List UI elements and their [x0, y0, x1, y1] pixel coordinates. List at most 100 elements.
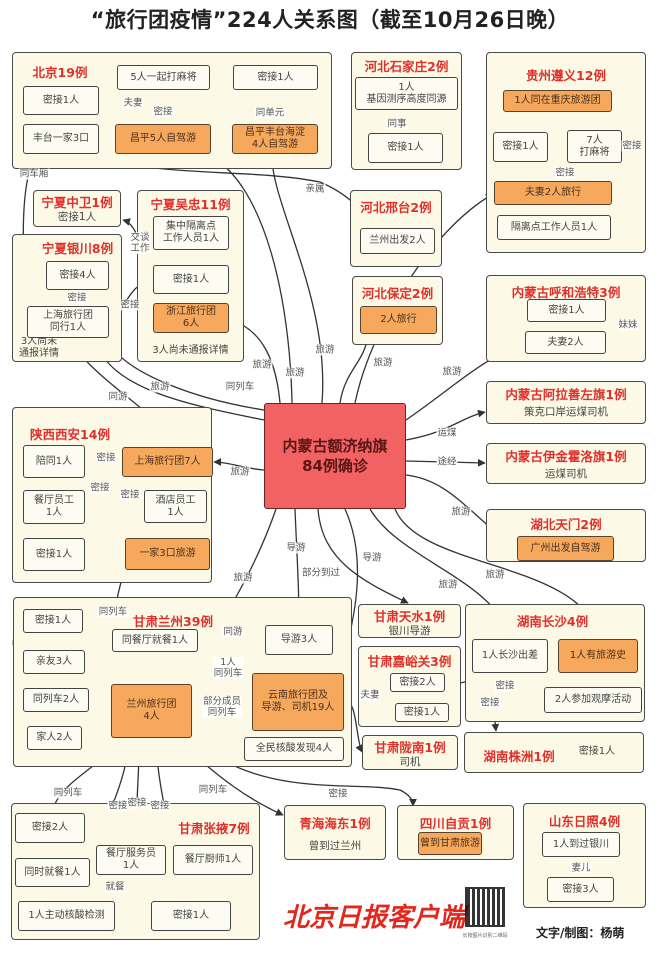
edge-label: 导游: [361, 552, 383, 564]
region-note: 密接1人: [578, 746, 616, 757]
case-node: 丰台一家3口: [23, 124, 99, 154]
edge-label: 交谈 工作: [129, 232, 151, 254]
case-node: 上海旅行团 同行1人: [27, 306, 109, 338]
region-subtitle: 银川导游: [388, 625, 431, 637]
region-title: 河北保定2例: [361, 286, 434, 301]
edge-label: 密接: [66, 292, 88, 304]
edge-label: 旅游: [437, 579, 459, 591]
edge-label: 旅游: [251, 359, 273, 371]
case-node: 昌平丰台海淀 4人自驾游: [232, 124, 318, 154]
case-node: 密接3人: [547, 877, 614, 902]
region-title: 内蒙古伊金霍洛旗1例: [505, 449, 627, 464]
edge-label: 旅游: [284, 367, 306, 379]
case-node: 密接1人: [368, 133, 443, 163]
case-node: 兰州出发2人: [360, 228, 435, 254]
case-node: 兰州旅行团 4人: [111, 684, 192, 738]
edge-label: 妹妹: [617, 319, 639, 331]
region-title: 内蒙古阿拉善左旗1例: [505, 387, 627, 402]
case-node: 同餐厅就餐1人: [112, 629, 198, 652]
region-title: 宁夏银川8例: [41, 241, 114, 256]
edge-label: 密接: [126, 797, 148, 809]
case-node: 1人长沙出差: [472, 639, 548, 673]
region-panel: [284, 805, 386, 860]
region-panel: [486, 443, 646, 484]
edge-label: 途经: [436, 456, 458, 468]
case-node: 1人 基因测序高度同源: [355, 77, 458, 110]
edge-label: 同列车: [224, 381, 256, 393]
center-line1: 内蒙古额济纳旗: [282, 437, 388, 455]
edge-label: 部分成员 同列车: [201, 696, 243, 718]
region-title: 河北邢台2例: [360, 200, 432, 215]
case-node: 餐厅服务员 1人: [96, 845, 166, 875]
case-node: 全民核酸发现4人: [244, 737, 344, 761]
region-note: 3人尚未通报详情: [152, 345, 229, 356]
region-title: 内蒙古呼和浩特3例: [511, 285, 621, 300]
case-node: 密接2人: [390, 673, 445, 692]
credit-text: 文字/制图：杨萌: [536, 926, 625, 940]
case-node: 1人到过银川: [542, 832, 620, 857]
edge-label: 同游: [107, 391, 129, 403]
case-node: 密接1人: [395, 703, 449, 722]
region-subtitle: 司机: [399, 756, 421, 768]
case-node: 上海旅行团7人: [122, 447, 213, 477]
case-node: 云南旅行团及 导游、司机19人: [252, 673, 344, 731]
edge-label: 同游: [222, 626, 244, 638]
case-node: 密接1人: [233, 65, 318, 90]
case-node: 导游3人: [265, 625, 333, 655]
edge-label: 旅游: [232, 572, 254, 584]
edge-label: 同列车: [97, 606, 129, 618]
region-subtitle: 策克口岸运煤司机: [524, 406, 608, 418]
region-note: 3人尚未 通报详情: [19, 336, 59, 359]
brand-logo: 北京日报客户端: [283, 903, 466, 933]
region-panel: [486, 381, 646, 424]
edge-label: 夫妻: [122, 97, 144, 109]
case-node: 昌平5人自驾游: [115, 124, 211, 154]
case-node: 密接1人: [23, 86, 99, 115]
region-panel: [362, 735, 458, 770]
region-panel: [33, 190, 121, 227]
connector-arrow: [213, 458, 265, 471]
case-node: 1人主动核酸检测: [18, 901, 115, 931]
edge-label: 密接: [119, 299, 141, 311]
region-title: 北京19例: [32, 65, 88, 80]
edge-label: 导游: [285, 542, 307, 554]
connector-arrow: [317, 508, 409, 604]
region-subtitle: 运煤司机: [545, 468, 587, 480]
edge-label: 旅游: [484, 569, 506, 581]
case-node: 亲友3人: [23, 650, 85, 674]
edge-label: 密接: [494, 680, 516, 692]
edge-label: 同列车: [197, 784, 229, 796]
edge-label: 旅游: [229, 466, 251, 478]
region-title: 贵州遵义12例: [526, 68, 606, 83]
region-title: 宁夏吴忠11例: [150, 197, 231, 212]
region-title: 湖南长沙4例: [516, 614, 589, 629]
edge-label: 妻儿: [570, 862, 592, 874]
region-title: 青海海东1例: [299, 816, 371, 831]
edge-label: 旅游: [314, 344, 336, 356]
edge-label: 密接: [479, 697, 501, 709]
center-node-ejina: 内蒙古额济纳旗 84例确诊: [264, 403, 406, 509]
edge-label: 密接: [554, 167, 576, 179]
region-panel: [358, 604, 461, 638]
case-node: 密接1人: [23, 609, 83, 633]
case-node: 密接1人: [151, 901, 231, 931]
edge-label: 亲属: [304, 183, 326, 195]
edge-label: 同单元: [254, 107, 286, 119]
edge-label: 夫妻: [359, 689, 381, 701]
region-panel: [464, 732, 644, 773]
case-node: 夫妻2人旅行: [494, 181, 612, 205]
qr-code-icon: [465, 887, 505, 927]
region-title: 陕西西安14例: [30, 427, 110, 442]
edge-label: 运煤: [436, 427, 458, 439]
edge-label: 同事: [386, 118, 408, 130]
case-node: 曾到甘肃旅游: [418, 832, 482, 855]
case-node: 密接2人: [15, 813, 85, 843]
region-title: 甘肃张掖7例: [178, 821, 250, 836]
edge-label: 密接: [119, 489, 141, 501]
region-title: 山东日照4例: [548, 814, 621, 829]
case-node: 密接1人: [527, 299, 606, 322]
region-title: 四川自贡1例: [419, 816, 492, 831]
case-node: 广州出发自驾游: [517, 536, 614, 561]
edge-label: 密接: [89, 482, 111, 494]
